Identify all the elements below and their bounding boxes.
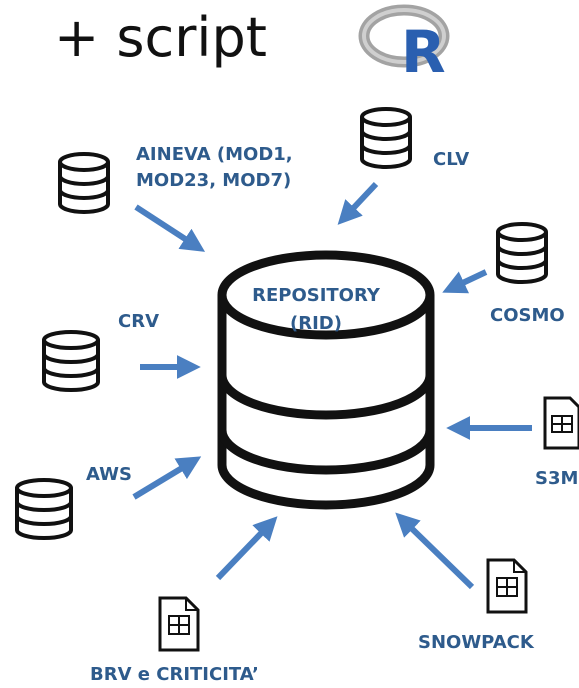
r-logo-letter: R [401, 18, 446, 86]
aws-arrow [132, 456, 202, 500]
snowpack-arrow [395, 512, 475, 590]
aineva-label-line1: AINEVA (MOD1, [136, 144, 293, 165]
clv-database-icon [360, 107, 412, 169]
aineva-arrow [134, 204, 206, 252]
aineva-label: AINEVA (MOD1, MOD23, MOD7) [136, 142, 293, 194]
brv-label: BRV e CRITICITA’ [90, 664, 259, 685]
snowpack-label: SNOWPACK [418, 632, 534, 653]
repository-label: REPOSITORY (RID) [250, 282, 382, 338]
cosmo-database-icon [496, 222, 548, 284]
s3m-label: S3M [535, 468, 579, 489]
cosmo-arrow [442, 269, 488, 294]
repository-database-icon [217, 250, 435, 510]
page-title: + script [54, 6, 267, 69]
aws-label: AWS [86, 464, 132, 485]
snowpack-spreadsheet-icon [486, 558, 528, 614]
aineva-label-line2: MOD23, MOD7) [136, 170, 292, 191]
repository-label-line1: REPOSITORY [252, 285, 380, 306]
cosmo-label: COSMO [490, 305, 565, 326]
clv-label: CLV [433, 149, 470, 170]
crv-label: CRV [118, 311, 160, 332]
repository-label-line2: (RID) [290, 313, 342, 334]
aineva-database-icon [58, 152, 110, 214]
aws-database-icon [15, 478, 73, 540]
s3m-spreadsheet-icon [543, 396, 579, 450]
brv-spreadsheet-icon [158, 596, 200, 652]
clv-arrow [337, 181, 379, 225]
r-logo-icon: R [358, 4, 450, 86]
crv-database-icon [42, 330, 100, 392]
brv-arrow [215, 516, 278, 581]
